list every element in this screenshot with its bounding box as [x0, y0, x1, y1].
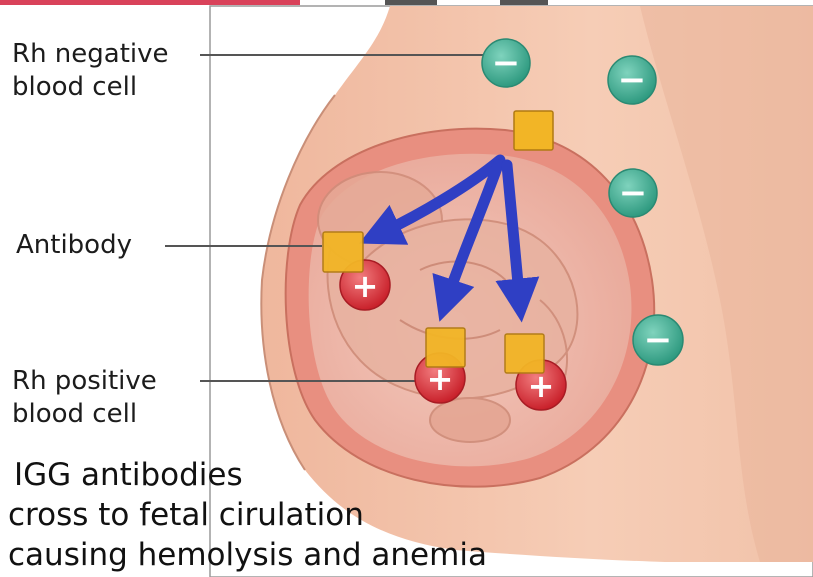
rh-negative-cell: −	[609, 169, 657, 217]
caption-line-2: cross to fetal cirulation	[8, 495, 487, 535]
rh-negative-label: Rh negative blood cell	[12, 38, 169, 104]
top-edge-mark	[500, 0, 548, 5]
antibody-square	[505, 334, 544, 373]
rh-negative-label-line-2: blood cell	[12, 71, 169, 104]
rh-negative-label-line-1: Rh negative	[12, 38, 169, 71]
rh-negative-cell: −	[633, 315, 683, 365]
negative-symbol: −	[492, 43, 521, 83]
rh-positive-label: Rh positive blood cell	[12, 365, 157, 431]
top-edge-strip	[0, 0, 300, 5]
negative-symbol: −	[644, 320, 673, 360]
antibody-square	[323, 232, 363, 272]
antibody-square	[426, 328, 465, 367]
caption-line-1: IGG antibodies	[8, 455, 487, 495]
caption-line-3: causing hemolysis and anemia	[8, 535, 487, 575]
negative-symbol: −	[618, 60, 647, 100]
rh-positive-label-line-2: blood cell	[12, 398, 157, 431]
rh-negative-cell: −	[482, 39, 530, 87]
rh-positive-label-line-1: Rh positive	[12, 365, 157, 398]
top-edge-mark	[385, 0, 437, 5]
antibody-label: Antibody	[16, 229, 132, 262]
caption: IGG antibodies cross to fetal cirulation…	[8, 455, 487, 575]
negative-symbol: −	[619, 173, 648, 213]
antibody-square	[514, 111, 553, 150]
rh-negative-cell: −	[608, 56, 656, 104]
